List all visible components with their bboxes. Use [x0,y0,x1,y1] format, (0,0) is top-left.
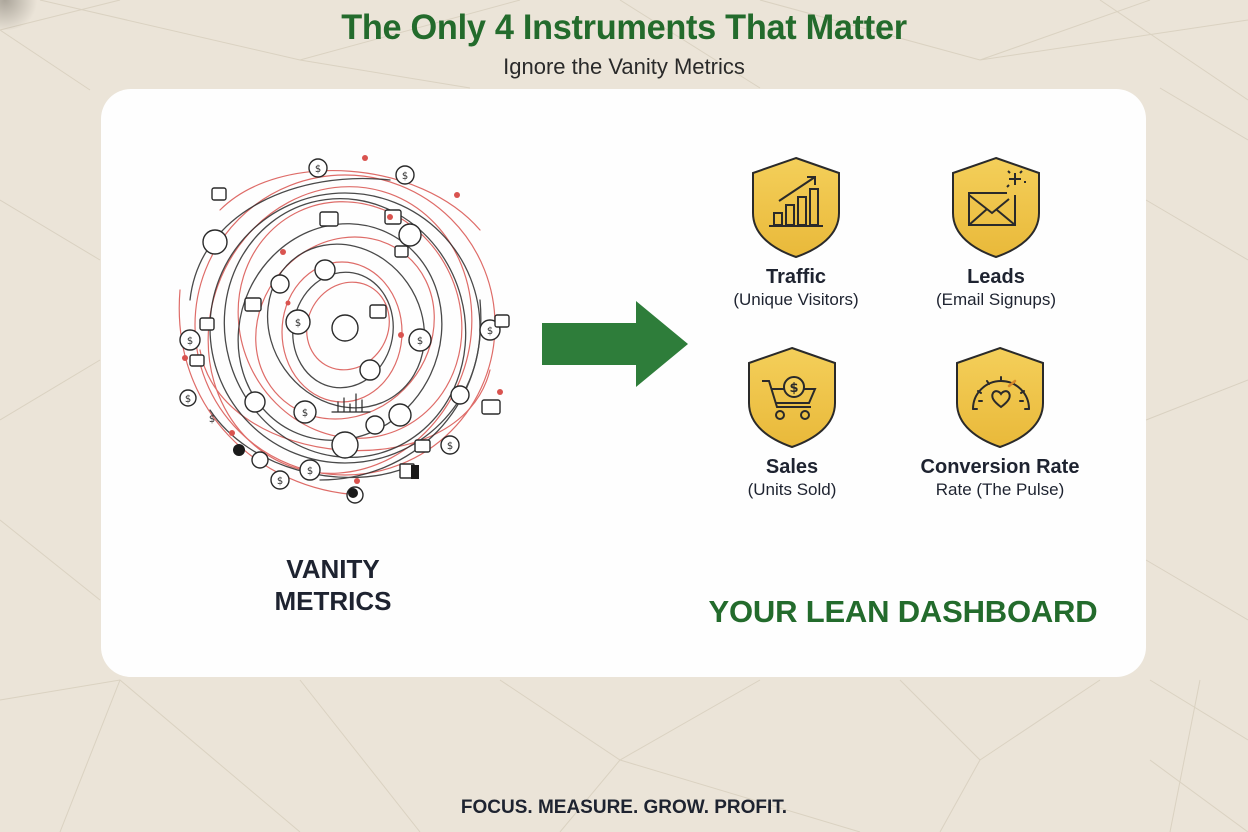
svg-text:$: $ [487,326,493,337]
metric-name: Leads [967,266,1025,288]
vanity-label-line1: VANITY [286,554,380,584]
svg-text:$: $ [185,394,191,405]
svg-text:$: $ [402,171,408,182]
svg-text:$: $ [417,336,423,347]
svg-text:$: $ [277,476,283,487]
svg-text:$: $ [302,408,308,419]
vanity-label-line2: METRICS [274,586,392,616]
page-title: The Only 4 Instruments That Matter [341,8,907,47]
svg-text:$: $ [307,466,313,477]
metric-leads: Leads (Email Signups) [896,155,1096,311]
gauge-heart-icon [956,346,1044,449]
metric-name: Conversion Rate [920,456,1080,478]
svg-text:$: $ [209,414,215,425]
metric-sales: $ Sales (Units Sold) [692,345,892,501]
vanity-metrics-label: VANITY METRICS [262,553,404,617]
vanity-metrics-tangle-illustration: $ $ $ $ $ $ $ $ $ $ $ $ [178,155,510,504]
metric-name: Sales [765,456,819,478]
lean-dashboard-title: YOUR LEAN DASHBOARD [708,594,1098,629]
footer-tagline: FOCUS. MEASURE. GROW. PROFIT. [460,797,788,818]
svg-text:$: $ [295,318,301,329]
page-subtitle: Ignore the Vanity Metrics [503,54,745,79]
arrow-right-icon [542,301,688,387]
svg-text:$: $ [789,381,798,396]
metric-conversion-rate: Conversion Rate Rate (The Pulse) [900,345,1100,501]
metric-traffic: Traffic (Unique Visitors) [696,155,896,311]
metric-description: (Unique Visitors) [733,290,859,309]
metric-description: Rate (The Pulse) [935,480,1065,499]
svg-text:$: $ [187,336,193,347]
shopping-cart-dollar-icon: $ [748,346,836,449]
envelope-sparkle-icon [952,156,1040,259]
metric-description: (Units Sold) [747,480,837,499]
metric-name: Traffic [765,266,827,288]
svg-text:$: $ [315,164,321,175]
svg-text:$: $ [447,441,453,452]
bar-chart-growth-icon [752,156,840,259]
metric-description: (Email Signups) [936,290,1056,309]
